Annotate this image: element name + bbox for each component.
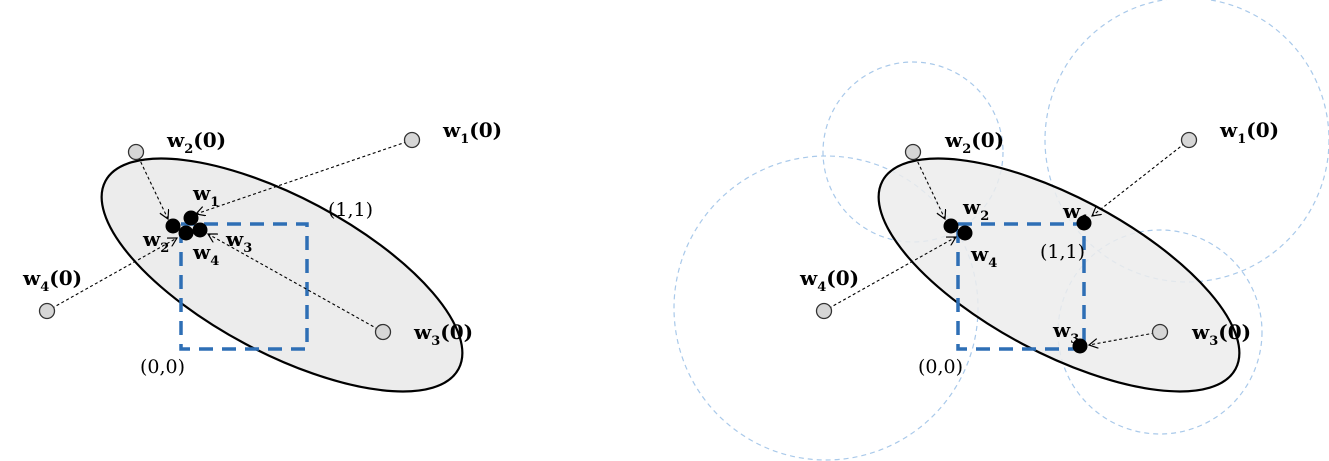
label-w2-final: w2 (142, 227, 169, 256)
left-panel: w1(𝟎) w2(𝟎) w3(𝟎) w4(𝟎) w1 w2 w3 w4 (0,0… (22, 118, 502, 393)
constraint-circle-w1 (1044, 0, 1329, 283)
label-w1-final: w1 (1062, 199, 1089, 228)
right-panel: w1(𝟎) w2(𝟎) w3(𝟎) w4(𝟎) w1 w2 w3 w4 (0,0… (673, 0, 1329, 461)
final-point-w2 (943, 218, 959, 234)
final-point-w3 (192, 222, 208, 238)
corner-one-label: (1,1) (1040, 241, 1085, 263)
corner-origin-label: (0,0) (140, 356, 185, 378)
label-w1-init: w1(𝟎) (1219, 118, 1279, 147)
corner-one-label: (1,1) (328, 199, 373, 221)
trajectory-w4 (46, 238, 177, 312)
label-w4-final: w4 (970, 242, 997, 271)
label-w2-init: w2(𝟎) (166, 128, 226, 157)
final-point-w3 (1072, 338, 1088, 354)
trajectory-w3 (208, 234, 384, 333)
label-w1-final: w1 (192, 181, 219, 210)
label-w4-init: w4(𝟎) (22, 266, 82, 295)
label-w3-init: w3(𝟎) (1191, 320, 1251, 349)
final-point-w4 (957, 225, 973, 241)
final-point-w4 (178, 225, 194, 241)
final-point-w1 (1076, 215, 1092, 231)
init-point-w1 (1180, 131, 1198, 149)
init-point-w2 (127, 143, 145, 161)
label-w4-init: w4(𝟎) (799, 266, 859, 295)
final-point-w1 (183, 210, 199, 226)
init-point-w3 (374, 323, 392, 341)
init-point-w1 (403, 131, 421, 149)
label-w2-init: w2(𝟎) (944, 128, 1004, 157)
init-point-w3 (1151, 323, 1169, 341)
label-w4-final: w4 (192, 240, 219, 269)
feasible-region-ellipse (877, 157, 1241, 393)
label-w3-final: w3 (1052, 318, 1079, 347)
trajectory-w1 (1092, 139, 1190, 216)
corner-origin-label: (0,0) (918, 356, 963, 378)
label-w3-final: w3 (225, 227, 252, 256)
trajectory-w2 (912, 151, 945, 219)
label-w3-init: w3(𝟎) (413, 320, 473, 349)
final-point-w2 (165, 218, 181, 234)
unit-square (956, 222, 1086, 351)
init-point-w2 (904, 143, 922, 161)
constraint-circle-w2 (822, 61, 1004, 243)
trajectory-w3 (1089, 331, 1161, 345)
label-w1-init: w1(𝟎) (442, 118, 502, 147)
init-point-w4 (815, 302, 833, 320)
unit-square (179, 222, 309, 351)
trajectory-w2 (135, 151, 168, 219)
label-w2-final: w2 (962, 195, 989, 224)
init-point-w4 (38, 302, 56, 320)
